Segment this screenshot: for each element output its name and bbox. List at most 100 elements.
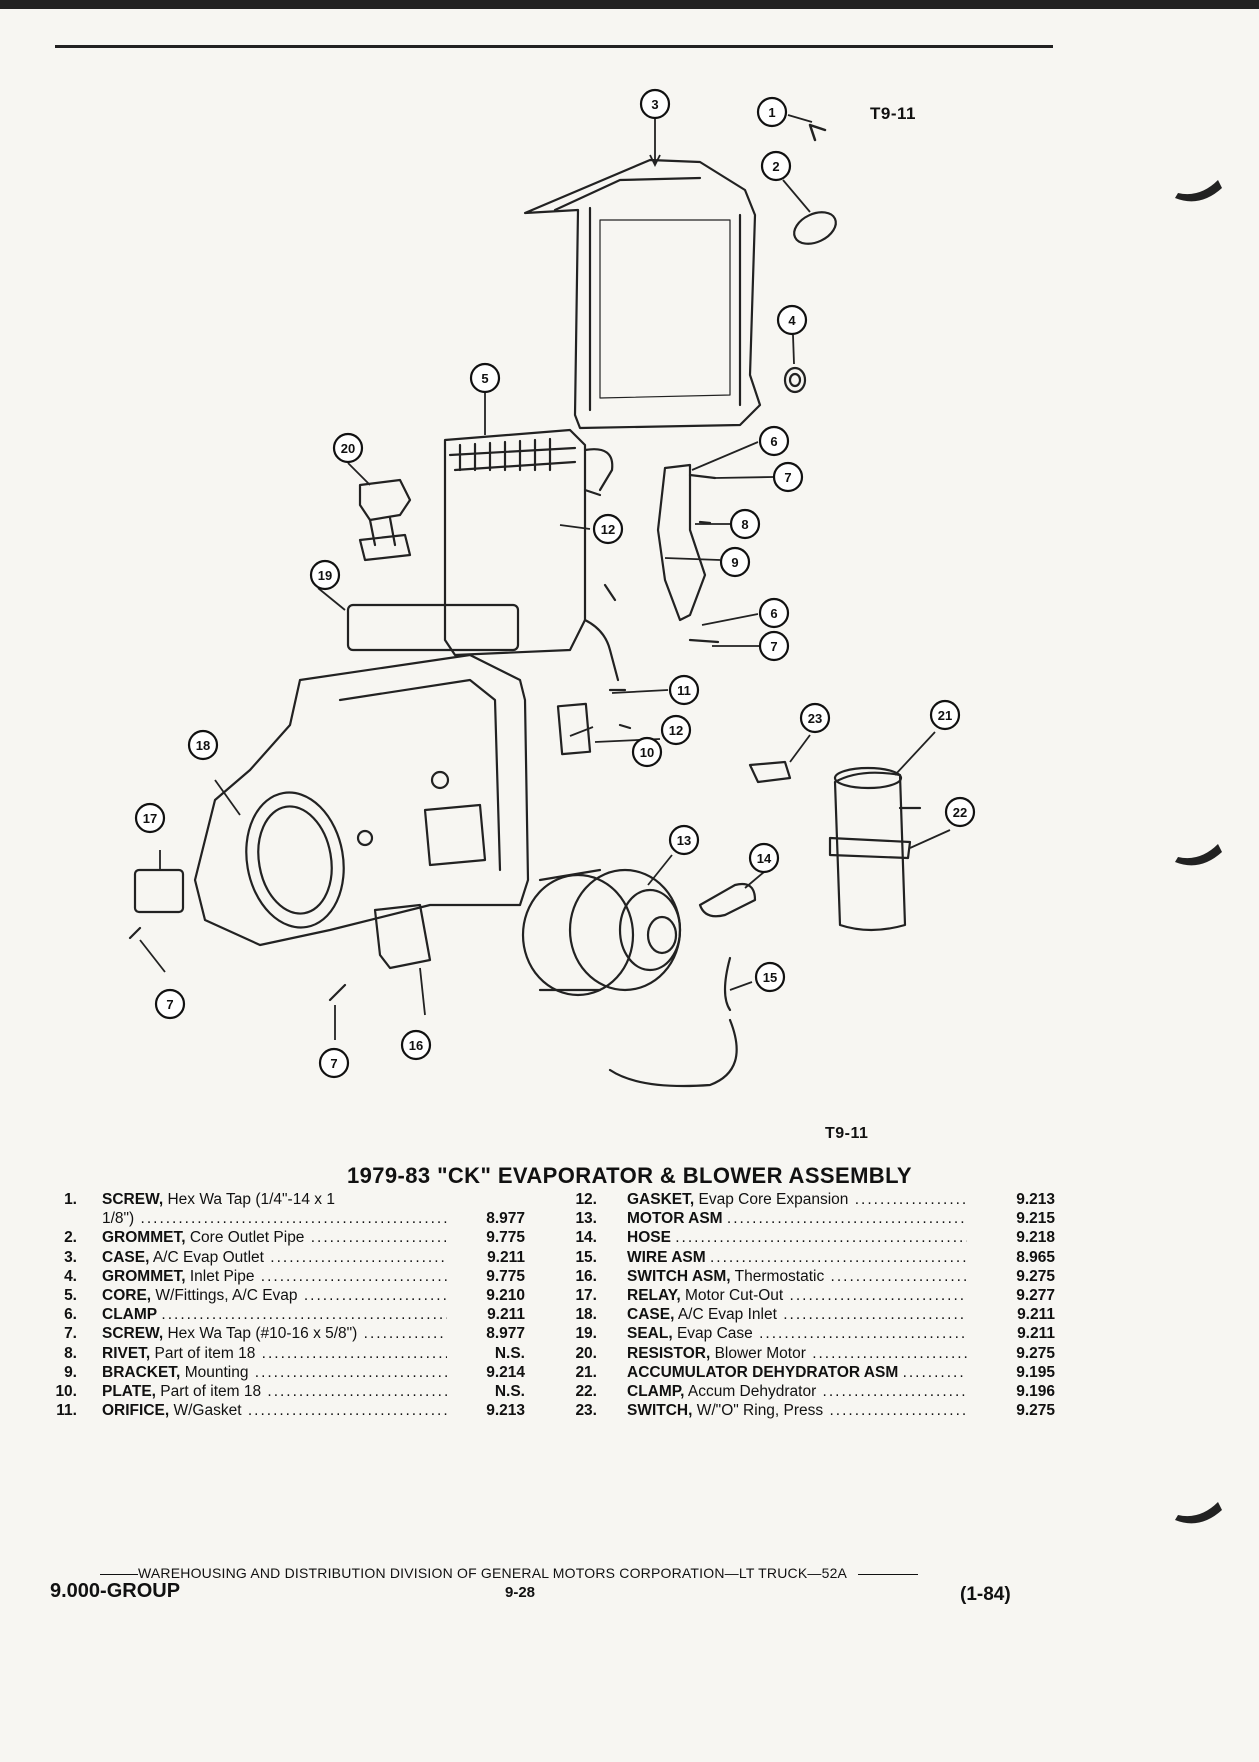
evap-inlet-case-part	[193, 653, 530, 947]
part-detail: W/Fittings, A/C Evap	[155, 1286, 298, 1304]
part-number: 6.	[64, 1306, 77, 1324]
part-detail: W/"O" Ring, Press	[696, 1402, 824, 1420]
part-description: PLATE, Part of item 18 .................…	[102, 1382, 447, 1400]
part-number: 20.	[575, 1344, 597, 1362]
part-reference: 9.275	[1016, 1267, 1055, 1285]
binder-mark	[1175, 844, 1222, 866]
footer-page-number: 9-28	[505, 1584, 536, 1601]
part-reference: 8.965	[1016, 1248, 1055, 1266]
part-description: RESISTOR, Blower Motor .................…	[627, 1344, 967, 1362]
callout-number: 20	[341, 441, 355, 456]
parts-row: 2.GROMMET, Core Outlet Pipe ............…	[45, 1228, 535, 1247]
footer-division: WAREHOUSING AND DISTRIBUTION DIVISION OF…	[138, 1565, 847, 1581]
callout-number: 1	[768, 105, 775, 120]
evap-outlet-case-part	[523, 158, 762, 430]
callout-number: 6	[770, 606, 777, 621]
callout-22	[944, 796, 976, 828]
callout-number: 18	[196, 738, 210, 753]
part-number: 2.	[64, 1229, 77, 1247]
callout-number: 6	[770, 434, 777, 449]
bracket-part	[656, 463, 707, 622]
parts-row: 1/8") ..................................…	[45, 1209, 535, 1228]
part-description: SWITCH ASM, Thermostatic ...............…	[627, 1267, 967, 1285]
callout-16	[400, 1029, 432, 1061]
parts-row: 19.SEAL, Evap Case .....................…	[565, 1324, 1055, 1343]
plate-part	[556, 702, 592, 756]
callout-18	[187, 729, 219, 761]
callout-5	[469, 362, 501, 394]
part-number: 14.	[575, 1229, 597, 1247]
parts-row: 20. RESISTOR, Blower Motor ..............…	[565, 1344, 1055, 1363]
callout-number: 22	[953, 805, 967, 820]
parts-row: 12.GASKET, Evap Core Expansion .........…	[565, 1190, 1055, 1209]
callout-19	[309, 559, 341, 591]
callout-8	[729, 508, 761, 540]
part-reference: 9.211	[487, 1248, 525, 1266]
callout-number: 8	[741, 517, 748, 532]
part-reference: 9.213	[486, 1402, 525, 1420]
callout-number: 15	[763, 970, 777, 985]
part-detail: Mounting	[184, 1363, 249, 1381]
part-reference: 8.977	[486, 1325, 525, 1343]
part-description: ORIFICE, W/Gasket ......................…	[102, 1402, 447, 1420]
part-number: 3.	[64, 1248, 77, 1266]
part-description: CASE, A/C Evap Inlet ...................…	[627, 1306, 967, 1324]
callout-2	[760, 150, 792, 182]
part-name: RELAY,	[627, 1286, 681, 1304]
binder-mark	[1175, 180, 1222, 202]
part-reference: 9.211	[1017, 1325, 1055, 1343]
callout-number: 11	[677, 683, 691, 698]
part-name: PLATE,	[102, 1382, 156, 1400]
parts-list-left: 1.SCREW, Hex Wa Tap (1/4"-14 x 1 1/8") .…	[45, 1190, 535, 1420]
callout-20	[332, 432, 364, 464]
part-reference: 9.195	[1016, 1363, 1055, 1381]
part-number: 19.	[575, 1325, 597, 1343]
part-description: CORE, W/Fittings, A/C Evap .............…	[102, 1286, 447, 1304]
callout-15	[754, 961, 786, 993]
part-description: HOSE ...................................…	[627, 1229, 967, 1247]
part-detail: Hex Wa Tap (#10-16 x 5/8")	[167, 1325, 358, 1343]
part-reference: 9.275	[1016, 1402, 1055, 1420]
accumulator-part	[828, 766, 922, 932]
part-detail: Blower Motor	[714, 1344, 806, 1362]
part-description: WIRE ASM ...............................…	[627, 1248, 967, 1266]
part-number: 12.	[575, 1191, 597, 1208]
callout-number: 23	[808, 711, 822, 726]
part-name: CORE,	[102, 1286, 152, 1304]
callout-7d	[318, 1047, 350, 1079]
page-title: 1979-83 "CK" EVAPORATOR & BLOWER ASSEMBL…	[347, 1163, 912, 1188]
callout-number: 2	[772, 159, 779, 174]
part-name: CASE,	[627, 1306, 675, 1324]
header-rule	[55, 45, 1053, 48]
callout-number: 12	[601, 522, 615, 537]
part-number: 13.	[575, 1210, 597, 1228]
callout-number: 5	[481, 371, 488, 386]
parts-row: 21.ACCUMULATOR DEHYDRATOR ASM ..........…	[565, 1363, 1055, 1382]
callout-7c	[154, 988, 186, 1020]
part-detail: Accum Dehydrator	[687, 1382, 817, 1400]
callout-number: 7	[770, 639, 777, 654]
part-name: GASKET,	[627, 1191, 695, 1208]
parts-row: 3.CASE, A/C Evap Outlet ................…	[45, 1248, 535, 1267]
binder-mark	[1175, 1502, 1222, 1524]
part-name: SWITCH ASM,	[627, 1267, 731, 1285]
parts-row: 14. HOSE ................................…	[565, 1228, 1055, 1247]
part-detail: Evap Core Expansion	[698, 1191, 849, 1208]
callout-number: 10	[640, 745, 654, 760]
part-description: ACCUMULATOR DEHYDRATOR ASM .............…	[627, 1363, 967, 1381]
part-reference: 9.214	[486, 1363, 525, 1381]
figure-code-top: T9-11	[870, 104, 916, 123]
hose-part	[698, 882, 757, 918]
switch-asm-part	[373, 903, 432, 970]
part-reference: 9.218	[1016, 1229, 1055, 1247]
part-description: BRACKET, Mounting ......................…	[102, 1363, 447, 1381]
grommet-outlet-part	[793, 211, 837, 245]
part-name: CLAMP	[102, 1306, 158, 1324]
parts-row: 1.SCREW, Hex Wa Tap (1/4"-14 x 1	[45, 1190, 535, 1209]
seal-part	[346, 603, 520, 652]
callout-number: 4	[788, 313, 796, 328]
parts-row: 5.CORE, W/Fittings, A/C Evap ...........…	[45, 1286, 535, 1305]
part-description: CLAMP, Accum Dehydrator ................…	[627, 1382, 967, 1400]
part-number: 22.	[575, 1382, 597, 1400]
parts-row: 13.MOTOR ASM ...........................…	[565, 1209, 1055, 1228]
